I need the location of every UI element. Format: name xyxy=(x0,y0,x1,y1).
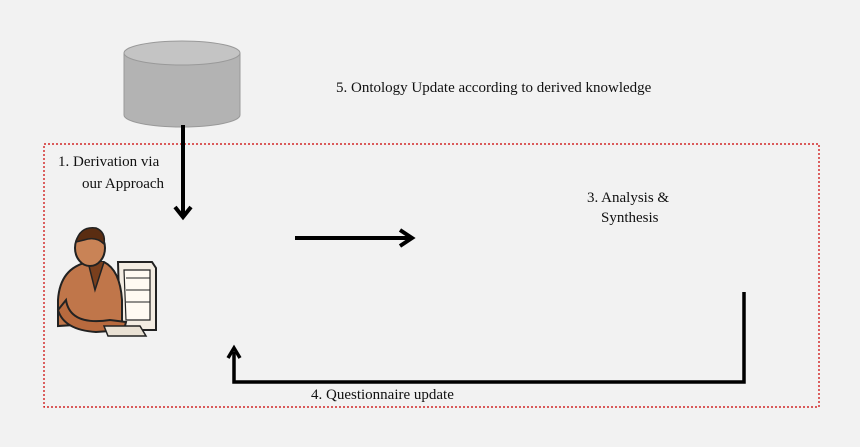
analysis-label-line1: 3. Analysis & xyxy=(587,190,670,206)
person-at-computer-icon xyxy=(56,227,157,337)
analysis-label-line2: Synthesis xyxy=(601,210,659,226)
derivation-label-line2: our Approach xyxy=(82,176,165,192)
derivation-label-line1: 1. Derivation via xyxy=(58,154,160,170)
derivation-arrow xyxy=(173,125,193,221)
questionnaire-update-label: 4. Questionnaire update xyxy=(311,387,454,403)
analysis-arrow xyxy=(295,228,416,248)
ontology-update-label: 5. Ontology Update according to derived … xyxy=(336,80,652,96)
database-icon xyxy=(123,40,241,128)
questionnaire-feedback-arrow xyxy=(226,292,746,384)
process-frame xyxy=(43,143,820,408)
